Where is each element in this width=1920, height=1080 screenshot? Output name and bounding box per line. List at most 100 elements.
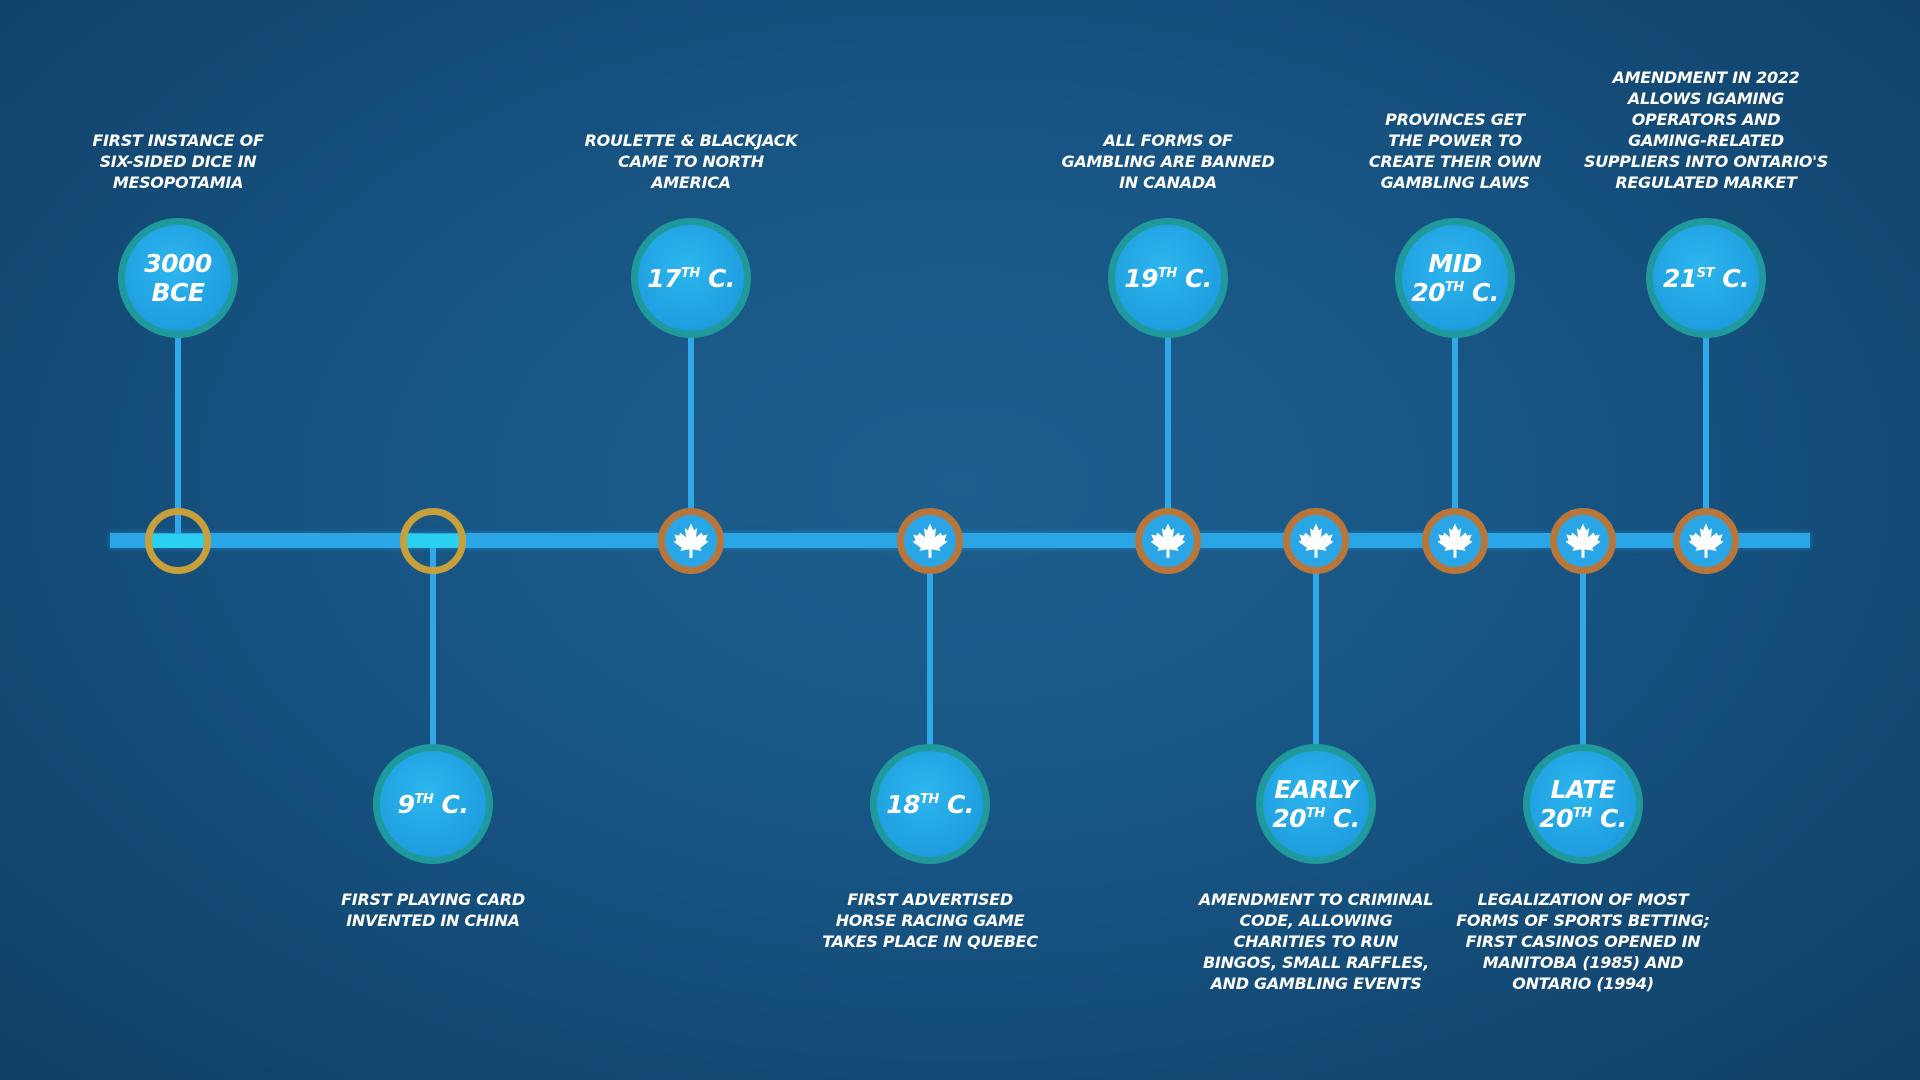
- event-description: PROVINCES GET THE POWER TO CREATE THEIR OW…: [1325, 109, 1585, 193]
- era-label: 9TH C.: [398, 790, 469, 819]
- event-description-line: ONTARIO (1994): [1512, 974, 1654, 993]
- timeline-connector: [175, 278, 181, 541]
- era-century-suffix: C.: [1463, 278, 1499, 307]
- timeline-connector: [688, 278, 694, 541]
- era-ordinal-suffix: TH: [1157, 265, 1177, 281]
- event-description-line: TAKES PLACE IN QUEBEC: [822, 932, 1038, 951]
- era-label: 17TH C.: [647, 264, 735, 293]
- event-description-line: FIRST ADVERTISED: [847, 890, 1013, 909]
- era-label: 21ST C.: [1663, 263, 1750, 293]
- event-description-line: HORSE RACING GAME: [835, 911, 1025, 930]
- timeline-connector: [1452, 278, 1458, 541]
- event-description: FIRST PLAYING CARD INVENTED IN CHINA: [303, 889, 563, 931]
- era-badge: 21ST C.: [1646, 218, 1766, 338]
- maple-leaf-icon: [912, 523, 948, 558]
- timeline-connector: [1165, 278, 1171, 541]
- event-description-line: CODE, ALLOWING: [1239, 911, 1393, 930]
- event-description-line: CAME TO NORTH: [618, 152, 764, 171]
- event-description-line: AMENDMENT IN 2022: [1612, 68, 1800, 87]
- event-description: AMENDMENT TO CRIMINAL CODE, ALLOWING CHARI…: [1186, 889, 1446, 994]
- event-description-line: PROVINCES GET: [1385, 110, 1525, 129]
- era-century-suffix: C.: [1591, 804, 1627, 833]
- event-description-line: ROULETTE & BLACKJACK: [584, 131, 798, 150]
- era-label-line: 20TH C.: [1411, 278, 1499, 307]
- era-badge: 17TH C.: [631, 218, 751, 338]
- event-description-line: LEGALIZATION OF MOST: [1477, 890, 1689, 909]
- timeline-ring-marker: [400, 508, 466, 574]
- timeline-connector: [927, 541, 933, 804]
- event-description-line: BINGOS, SMALL RAFFLES,: [1203, 953, 1429, 972]
- timeline-connector: [1703, 278, 1709, 541]
- era-badge: 18TH C.: [870, 744, 990, 864]
- era-value: LATE: [1550, 775, 1616, 804]
- event-description-line: IN CANADA: [1119, 173, 1217, 192]
- era-value: 18: [886, 789, 920, 819]
- era-label: 19TH C.: [1124, 264, 1212, 293]
- era-century-suffix: C.: [433, 789, 469, 819]
- maple-leaf-icon: [1565, 523, 1601, 558]
- timeline-leaf-marker: [897, 508, 963, 574]
- event-description-line: REGULATED MARKET: [1615, 173, 1797, 192]
- maple-leaf-icon: [673, 523, 709, 558]
- era-value: MID: [1428, 249, 1482, 278]
- timeline-leaf-marker: [1135, 508, 1201, 574]
- event-description: ALL FORMS OF GAMBLING ARE BANNED IN CANADA: [1038, 130, 1298, 193]
- era-label-line: 18TH C.: [886, 790, 974, 819]
- era-label-line: LATE: [1539, 775, 1627, 804]
- event-description-line: GAMBLING ARE BANNED: [1061, 152, 1275, 171]
- event-description-line: ALLOWS IGAMING: [1627, 89, 1785, 108]
- timeline-leaf-marker: [1550, 508, 1616, 574]
- era-value: 20: [1272, 804, 1306, 833]
- era-ordinal-suffix: TH: [414, 791, 434, 807]
- era-badge: 9TH C.: [373, 744, 493, 864]
- maple-leaf-icon: [1298, 523, 1334, 558]
- event-description-line: INVENTED IN CHINA: [346, 911, 520, 930]
- event-description-line: THE POWER TO: [1388, 131, 1522, 150]
- timeline-leaf-marker: [1673, 508, 1739, 574]
- era-century-suffix: C.: [938, 789, 974, 819]
- event-description-line: GAMBLING LAWS: [1380, 173, 1530, 192]
- maple-leaf-icon: [1688, 523, 1724, 558]
- event-description-line: AMENDMENT TO CRIMINAL: [1198, 890, 1434, 909]
- event-description-line: CREATE THEIR OWN: [1368, 152, 1542, 171]
- era-ordinal-suffix: ST: [1696, 265, 1715, 281]
- era-value: 3000: [144, 249, 212, 278]
- event-description-line: MESOPOTAMIA: [112, 173, 244, 192]
- event-description-line: FORMS OF SPORTS BETTING;: [1456, 911, 1710, 930]
- era-century-suffix: C.: [1176, 263, 1212, 293]
- timeline-leaf-marker: [1422, 508, 1488, 574]
- era-badge: 19TH C.: [1108, 218, 1228, 338]
- era-value: 20: [1539, 804, 1573, 833]
- era-label-line: 20TH C.: [1539, 804, 1627, 833]
- era-century-suffix: C.: [1713, 263, 1750, 293]
- event-description-line: AND GAMBLING EVENTS: [1210, 974, 1422, 993]
- era-century-suffix: C.: [699, 263, 735, 293]
- timeline-connector: [1313, 541, 1319, 804]
- era-value: BCE: [151, 278, 205, 307]
- era-label-line: BCE: [144, 278, 212, 307]
- event-description: FIRST ADVERTISED HORSE RACING GAME TAKES P…: [800, 889, 1060, 952]
- era-ordinal-suffix: TH: [1572, 806, 1592, 821]
- event-description-line: GAMING-RELATED: [1628, 131, 1784, 150]
- timeline-leaf-marker: [1283, 508, 1349, 574]
- era-value: 17: [647, 263, 681, 293]
- era-label-line: 3000: [144, 249, 212, 278]
- era-label-line: 9TH C.: [398, 790, 469, 819]
- era-ordinal-suffix: TH: [919, 791, 939, 807]
- event-description-line: CHARITIES TO RUN: [1233, 932, 1399, 951]
- event-description-line: FIRST PLAYING CARD: [341, 890, 525, 909]
- event-description-line: ALL FORMS OF: [1103, 131, 1233, 150]
- era-value: 9: [397, 789, 415, 819]
- event-description-line: OPERATORS AND: [1631, 110, 1781, 129]
- maple-leaf-icon: [1150, 523, 1186, 558]
- timeline-ring-marker: [145, 508, 211, 574]
- event-description-line: FIRST INSTANCE OF: [92, 131, 264, 150]
- era-value: 20: [1411, 278, 1445, 307]
